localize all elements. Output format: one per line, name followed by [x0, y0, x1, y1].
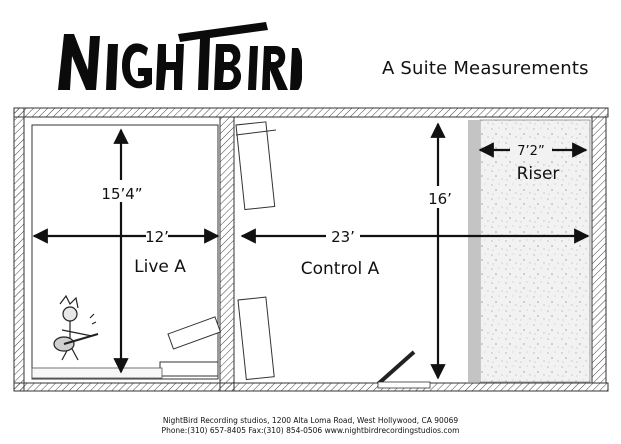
- control-depth-label: 16’: [428, 190, 452, 208]
- right-wall: [591, 116, 607, 384]
- riser-width-label: 7’2”: [517, 144, 544, 159]
- left-wall: [13, 107, 25, 392]
- control-room-name: Control A: [301, 259, 380, 279]
- center-wall: [219, 116, 235, 392]
- bottom-wall: [13, 382, 609, 392]
- live-room-name: Live A: [134, 257, 186, 277]
- control-window-bottom: [237, 296, 275, 381]
- live-door-step: [31, 367, 163, 379]
- riser-edge: [468, 120, 480, 382]
- top-wall: [13, 107, 609, 118]
- page-subtitle: A Suite Measurements: [382, 58, 589, 79]
- riser-name: Riser: [517, 164, 560, 184]
- door-opening: [377, 381, 431, 389]
- footer-contact: Phone:(310) 657-8405 Fax:(310) 854-0506 …: [161, 426, 460, 435]
- footer-address: NightBird Recording studios, 1200 Alta L…: [162, 416, 459, 425]
- live-window: [159, 316, 222, 377]
- control-window-top: [235, 121, 277, 211]
- riser-area: [479, 119, 591, 383]
- guitarist-doodle: [53, 294, 99, 361]
- control-width-label: 23’: [331, 228, 355, 246]
- live-depth-label: 15’4”: [101, 185, 142, 203]
- nightbird-logo: [58, 22, 302, 90]
- control-door: [376, 350, 416, 386]
- live-width-label: 12’: [145, 228, 169, 246]
